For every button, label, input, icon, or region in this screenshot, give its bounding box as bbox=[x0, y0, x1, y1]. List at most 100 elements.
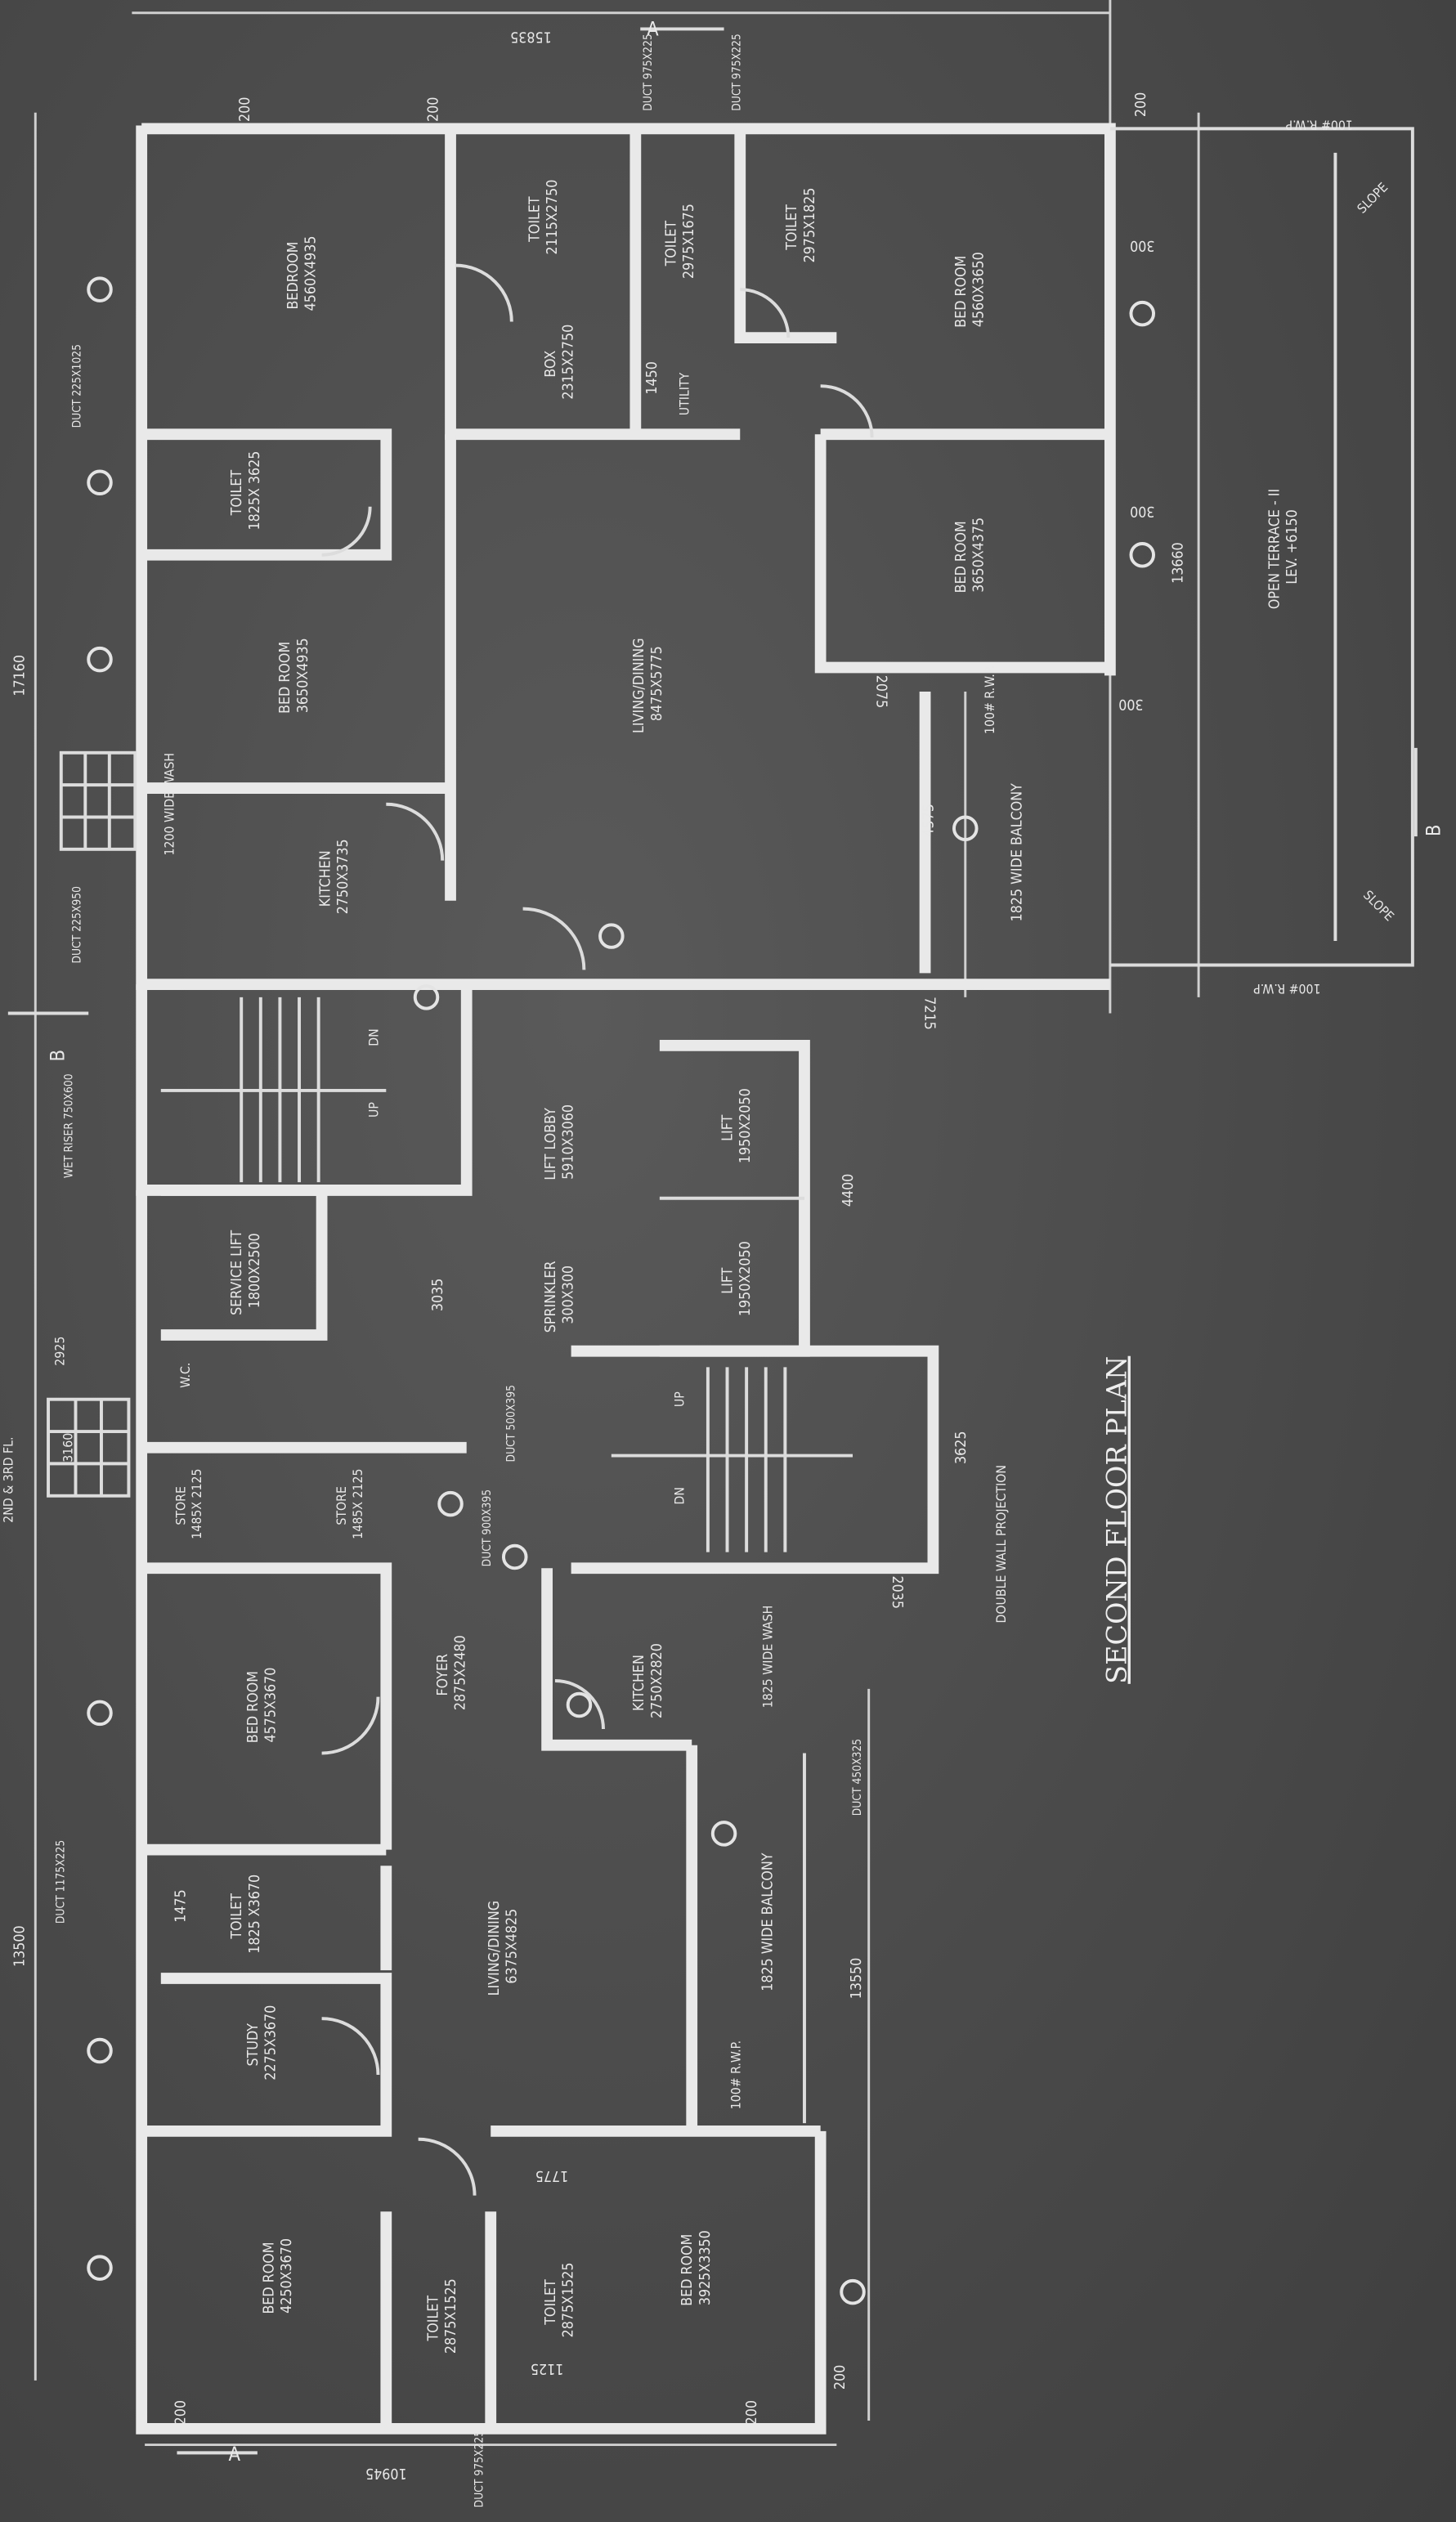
staircase-1 bbox=[160, 997, 387, 1183]
room-name-toiletG: TOILET bbox=[543, 2279, 559, 2326]
room-size-bed5: 4575X3670 bbox=[263, 1668, 280, 1743]
duct-label-2: DUCT 975X225 bbox=[730, 34, 743, 110]
dim-3035: 3035 bbox=[430, 1279, 446, 1311]
room-size-toiletC: 2975X1825 bbox=[802, 188, 818, 263]
dim-2925: 2925 bbox=[52, 1337, 68, 1366]
room-name-toiletB: TOILET bbox=[664, 221, 680, 267]
duct-label-8: DUCT 1175X225 bbox=[55, 1840, 68, 1924]
room-size-living2: 6375X4825 bbox=[504, 1909, 521, 1984]
stair-dn-label-1: DN bbox=[365, 1028, 381, 1046]
section-markers bbox=[7, 27, 1418, 2455]
annotation-labels: UTILITY 100# R.W.P 100# R.W.P 100# R.W.P… bbox=[1, 17, 1445, 2466]
dim-bottom: 10945 bbox=[365, 2465, 407, 2481]
svg-text:SPRINKLER 300X300: SPRINKLER 300X300 bbox=[543, 1257, 577, 1333]
room-name-lift2: LIFT bbox=[719, 1267, 736, 1293]
room-name-toiletE: TOILET bbox=[229, 1893, 245, 1940]
dim-200-d: 200 bbox=[172, 2400, 189, 2425]
dim-2035: 2035 bbox=[889, 1576, 905, 1609]
floor-note-label: 2ND & 3RD FL. bbox=[1, 1436, 16, 1522]
slope-label-2: SLOPE bbox=[1360, 887, 1397, 924]
room-size-bed7: 3925X3350 bbox=[697, 2230, 714, 2305]
svg-text:BED ROOM 3925X3350: BED ROOM 3925X3350 bbox=[679, 2230, 714, 2306]
section-a-marker-top: A bbox=[647, 17, 659, 40]
room-size-toiletE: 1825 X3670 bbox=[247, 1875, 263, 1954]
room-size-liftlobby: 5910X3060 bbox=[561, 1104, 577, 1180]
svg-text:BEDROOM 4560X4935: BEDROOM 4560X4935 bbox=[285, 236, 320, 311]
svg-text:TOILET 2115X2750: TOILET 2115X2750 bbox=[526, 180, 561, 255]
room-labels: BEDROOM 4560X4935 TOILET 2115X2750 BOX 2… bbox=[172, 180, 1301, 2354]
dim-top: 15835 bbox=[510, 28, 552, 44]
svg-text:STORE 1485X 2125: STORE 1485X 2125 bbox=[334, 1468, 365, 1539]
dim-1475: 1475 bbox=[172, 1889, 189, 1922]
stair-dn-label-2: DN bbox=[671, 1487, 687, 1504]
svg-text:BED ROOM 3650X4935: BED ROOM 3650X4935 bbox=[277, 638, 311, 714]
room-size-kitchen1: 2750X3735 bbox=[335, 839, 352, 914]
svg-text:BOX 2315X2750: BOX 2315X2750 bbox=[543, 325, 577, 400]
duct-labels: DUCT 975X225 DUCT 975X225 DUCT 225X1025 … bbox=[55, 34, 864, 2507]
svg-text:TOILET 2875X1525: TOILET 2875X1525 bbox=[543, 2263, 577, 2338]
dim-1125: 1125 bbox=[531, 2360, 564, 2376]
wet-riser-label: WET RISER 750X600 bbox=[63, 1073, 76, 1178]
room-size-toiletA: 2115X2750 bbox=[544, 180, 561, 255]
svg-text:BED ROOM 4575X3670: BED ROOM 4575X3670 bbox=[245, 1667, 280, 1743]
dim-300-b: 300 bbox=[1130, 503, 1154, 519]
room-name-living1: LIVING/DINING bbox=[631, 638, 647, 732]
slope-label-1: SLOPE bbox=[1354, 179, 1391, 216]
wash-grid bbox=[47, 750, 137, 1498]
section-b-marker-right: B bbox=[1422, 825, 1445, 837]
dim-200-c: 200 bbox=[1133, 92, 1149, 117]
room-name-terrace: OPEN TERRACE - II bbox=[1267, 489, 1284, 609]
room-name-balcony1: 1825 WIDE BALCONY bbox=[1010, 783, 1026, 922]
room-size-servicelift: 1800X2500 bbox=[247, 1233, 263, 1308]
room-name-kitchen2: KITCHEN bbox=[631, 1655, 647, 1711]
dim-left-lower: 13500 bbox=[12, 1925, 29, 1967]
room-name-bed3: BED ROOM bbox=[277, 642, 293, 714]
room-size-living1: 8475X5775 bbox=[649, 646, 665, 721]
opening-tags bbox=[87, 276, 1155, 2305]
room-name-balcony2: 1825 WIDE BALCONY bbox=[760, 1852, 777, 1991]
dim-balcony2: 13550 bbox=[849, 1958, 865, 2000]
svg-text:STORE 1485X 2125: STORE 1485X 2125 bbox=[172, 1468, 204, 1539]
dim-3625: 3625 bbox=[953, 1431, 970, 1463]
svg-text:LIVING/DINING 8475X5775: LIVING/DINING 8475X5775 bbox=[631, 634, 665, 733]
plan-title: SECOND FLOOR PLAN bbox=[1101, 1356, 1133, 1684]
room-name-store2: STORE bbox=[334, 1486, 349, 1525]
svg-text:LIFT 1950X2050: LIFT 1950X2050 bbox=[719, 1241, 754, 1316]
svg-text:FOYER 2875X2480: FOYER 2875X2480 bbox=[435, 1635, 469, 1710]
dim-terrace: 13660 bbox=[1170, 542, 1186, 584]
room-size-bed2: 4560X3650 bbox=[970, 252, 987, 327]
svg-text:TOILET 2875X1525: TOILET 2875X1525 bbox=[425, 2278, 459, 2354]
room-name-store1: STORE bbox=[172, 1486, 188, 1525]
dimension-labels: 15835 17160 13500 10945 13660 13550 7215… bbox=[12, 28, 1187, 2481]
duct-label-1: DUCT 975X225 bbox=[642, 34, 655, 110]
room-name-servicelift: SERVICE LIFT bbox=[229, 1230, 245, 1315]
room-name-lift1: LIFT bbox=[719, 1114, 736, 1140]
room-name-kitchen1: KITCHEN bbox=[317, 850, 334, 907]
room-size-store1: 1485X 2125 bbox=[189, 1468, 204, 1539]
staircase-2 bbox=[611, 1367, 853, 1552]
duct-label-9: DUCT 975X225 bbox=[473, 2430, 486, 2507]
svg-text:TOILET 2975X1675: TOILET 2975X1675 bbox=[664, 204, 698, 279]
dim-7215: 7215 bbox=[921, 997, 938, 1029]
dim-200-f: 200 bbox=[832, 2365, 849, 2390]
wc-label: W.C. bbox=[177, 1363, 193, 1388]
svg-text:LIFT LOBBY 5910X3060: LIFT LOBBY 5910X3060 bbox=[543, 1104, 577, 1180]
svg-text:BED ROOM 4250X3670: BED ROOM 4250X3670 bbox=[262, 2238, 296, 2314]
room-size-bed4: 3650X4375 bbox=[970, 517, 987, 593]
stair-up-label-2: UP bbox=[671, 1391, 687, 1407]
duct-label-6: DUCT 500X395 bbox=[505, 1385, 518, 1462]
door-swings bbox=[321, 263, 874, 2196]
room-name-foyer: FOYER bbox=[435, 1654, 451, 1696]
room-name-bed6: BED ROOM bbox=[262, 2242, 278, 2314]
rwp-label-4: 100# R.W.P. bbox=[728, 2040, 743, 2109]
room-size-toiletD: 1825X 3625 bbox=[247, 451, 263, 531]
dim-3160: 3160 bbox=[60, 1433, 76, 1463]
dimension-lines bbox=[34, 0, 1200, 2447]
room-name-bed7: BED ROOM bbox=[679, 2234, 696, 2306]
duct-label-4: DUCT 225X950 bbox=[70, 886, 83, 964]
dim-1450: 1450 bbox=[644, 361, 661, 394]
room-size-toiletG: 2875X1525 bbox=[561, 2263, 577, 2338]
room-size-lift2: 1950X2050 bbox=[737, 1241, 754, 1316]
room-size-study: 2275X3670 bbox=[263, 2005, 280, 2081]
